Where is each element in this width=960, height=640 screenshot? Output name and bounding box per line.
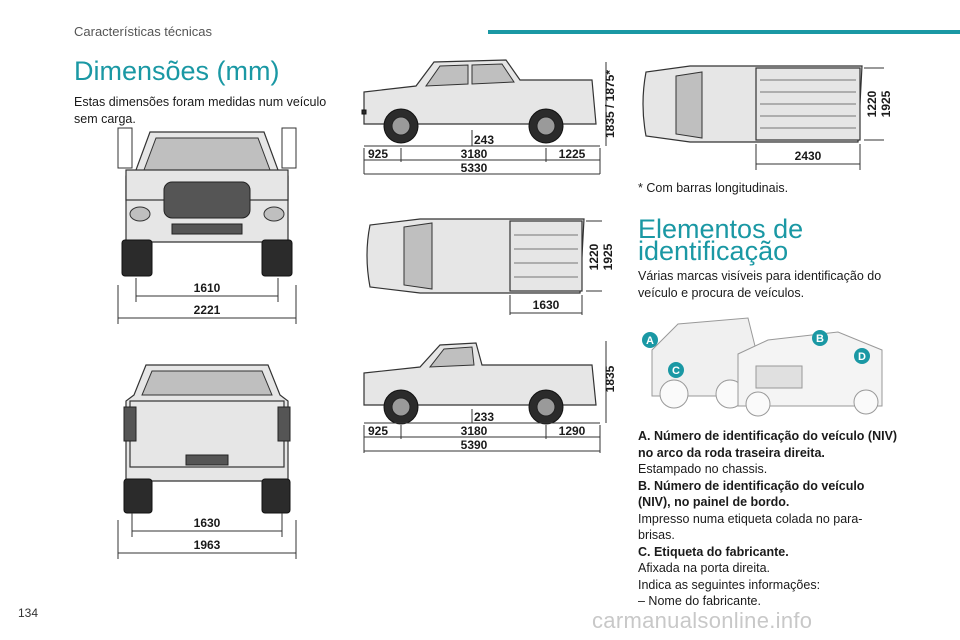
rear-view-diagram: 1630 1963 bbox=[117, 364, 297, 559]
id-item-b: B. Número de identificação do veículo (N… bbox=[638, 478, 898, 544]
identification-title-line2: identificação bbox=[638, 236, 789, 266]
front-width-label: 2221 bbox=[194, 303, 221, 317]
side-double-length-label: 5330 bbox=[461, 161, 488, 175]
callout-b-marker: B bbox=[812, 330, 828, 346]
top-single-cab-diagram: 1220 1925 2430 bbox=[642, 65, 893, 170]
callout-c-label: C bbox=[672, 365, 680, 377]
id-item-b-heading: B. Número de identificação do veículo (N… bbox=[638, 478, 865, 510]
side-double-front-label: 925 bbox=[368, 147, 388, 161]
side-single-length-label: 5390 bbox=[461, 438, 488, 452]
rear-track-label: 1630 bbox=[194, 516, 221, 530]
id-item-a-heading: A. Número de identificação do veículo (N… bbox=[638, 429, 898, 460]
side-double-ground-label: 243 bbox=[474, 133, 494, 147]
page-number: 134 bbox=[18, 606, 39, 620]
front-view-diagram: 1610 2221 bbox=[117, 127, 297, 324]
identification-list: A. Número de identificação do veículo (N… bbox=[638, 428, 898, 610]
rear-width-label: 1963 bbox=[194, 538, 221, 552]
callout-a-label: A bbox=[646, 335, 654, 347]
identification-intro: Várias marcas visíveis para identificaçã… bbox=[638, 269, 882, 300]
top-double-cab-diagram: 1220 1925 1630 bbox=[366, 218, 615, 315]
callout-d-marker: D bbox=[854, 348, 870, 364]
top-single-inner-label: 1220 bbox=[865, 90, 879, 117]
front-view-car bbox=[117, 127, 297, 277]
side-double-wheelbase-label: 3180 bbox=[461, 147, 488, 161]
side-single-height-label: 1835 bbox=[603, 365, 617, 392]
dimensions-intro: Estas dimensões foram medidas num veícul… bbox=[74, 95, 327, 126]
top-single-bed-label: 2430 bbox=[795, 149, 822, 163]
side-single-ground-label: 233 bbox=[474, 410, 494, 424]
identification-illustration: A B C D bbox=[642, 317, 883, 417]
callout-a-marker: A bbox=[642, 332, 658, 348]
side-single-cab-diagram: 1835 233 925 3180 1290 5390 bbox=[363, 341, 617, 453]
side-double-cab-car bbox=[361, 59, 597, 144]
callout-d-label: D bbox=[858, 351, 866, 363]
id-item-a: A. Número de identificação do veículo (N… bbox=[638, 428, 898, 478]
top-double-inner-label: 1220 bbox=[587, 243, 601, 270]
top-single-outer-label: 1925 bbox=[879, 90, 893, 117]
dimensions-title: Dimensões (mm) bbox=[74, 56, 280, 86]
id-item-a-text: Estampado no chassis. bbox=[638, 462, 768, 476]
running-header: Características técnicas bbox=[74, 24, 212, 39]
top-double-bed-label: 1630 bbox=[533, 298, 560, 312]
callout-b-label: B bbox=[816, 333, 824, 345]
id-item-c-heading: C. Etiqueta do fabricante. bbox=[638, 544, 789, 559]
identification-title-line1: Elementos de bbox=[638, 214, 804, 244]
watermark: carmanualsonline.info bbox=[592, 608, 813, 633]
rear-view-car bbox=[123, 364, 291, 514]
id-car-right bbox=[737, 331, 883, 417]
header-accent-bar bbox=[488, 30, 960, 34]
side-single-front-label: 925 bbox=[368, 424, 388, 438]
top-double-outer-label: 1925 bbox=[601, 243, 615, 270]
id-item-c-text: Afixada na porta direita. bbox=[638, 561, 771, 575]
callout-c-marker: C bbox=[668, 362, 684, 378]
side-double-cab-diagram: 1835 / 1875* 243 925 3180 1225 5330 bbox=[361, 59, 617, 175]
top-double-cab-car bbox=[366, 218, 585, 294]
side-double-rear-label: 1225 bbox=[559, 147, 586, 161]
side-double-height-label: 1835 / 1875* bbox=[603, 70, 617, 138]
id-list-item: – Nome do fabricante. bbox=[638, 594, 761, 608]
side-single-rear-label: 1290 bbox=[559, 424, 586, 438]
dimensions-footnote: * Com barras longitudinais. bbox=[638, 181, 789, 195]
side-single-wheelbase-label: 3180 bbox=[461, 424, 488, 438]
top-single-cab-car bbox=[642, 65, 863, 143]
id-item-b-text: Impresso numa etiqueta colada no para-br… bbox=[638, 511, 863, 543]
front-track-label: 1610 bbox=[194, 281, 221, 295]
id-item-c: C. Etiqueta do fabricante. Afixada na po… bbox=[638, 544, 898, 577]
side-single-cab-car bbox=[363, 342, 597, 425]
id-extra-line: Indica as seguintes informações: bbox=[638, 577, 821, 592]
